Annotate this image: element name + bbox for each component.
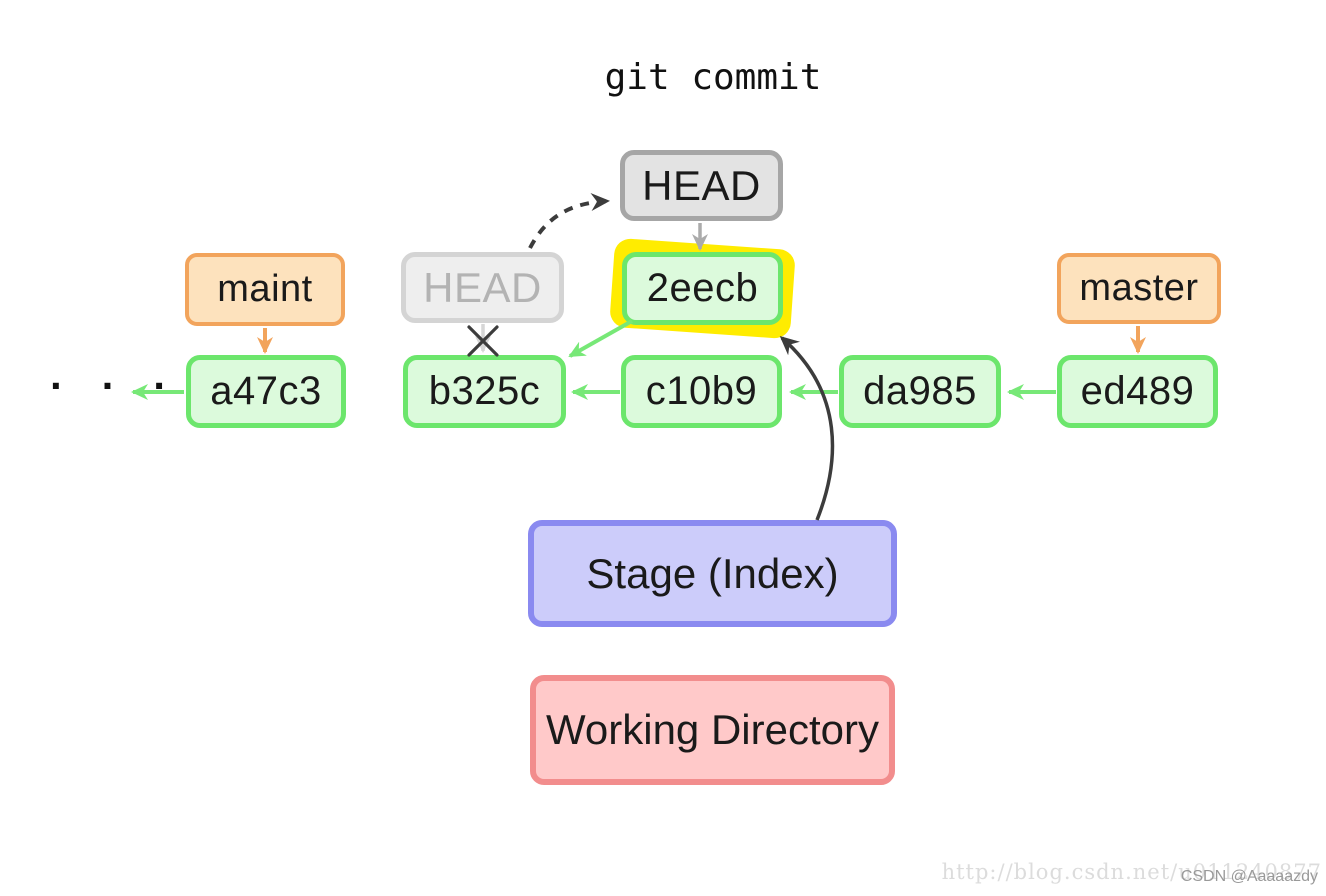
- commit-node-ed489: ed489: [1057, 355, 1218, 428]
- commit-node-a47c3: a47c3: [186, 355, 346, 428]
- stage-index-box: Stage (Index): [528, 520, 897, 627]
- branch-maint-node: maint: [185, 253, 345, 326]
- new-commit-label: 2eecb: [646, 266, 759, 310]
- cross-out-mark: [467, 325, 499, 357]
- arrow-oldhead-to-head-dashed: [528, 193, 610, 249]
- commit-node-b325c: b325c: [403, 355, 566, 428]
- diagram-title: git commit: [604, 57, 822, 98]
- commit-label-b325c: b325c: [428, 369, 541, 413]
- commit-label-a47c3: a47c3: [210, 369, 322, 413]
- watermark-url: http://blog.csdn.net/u011240877: [941, 860, 1322, 884]
- branch-master-label: master: [1079, 267, 1199, 309]
- new-commit-node: 2eecb: [622, 252, 783, 325]
- head-node: HEAD: [620, 150, 783, 221]
- commit-label-da985: da985: [863, 369, 977, 413]
- history-ellipsis: · · ·: [50, 362, 181, 409]
- arrow-stage-to-2eecb: [779, 336, 835, 521]
- head-old-node: HEAD: [401, 252, 564, 323]
- stage-index-label: Stage (Index): [586, 549, 839, 597]
- head-old-node-label: HEAD: [423, 263, 542, 311]
- working-directory-label: Working Directory: [546, 706, 879, 753]
- commit-label-c10b9: c10b9: [645, 369, 758, 413]
- branch-maint-label: maint: [217, 268, 313, 310]
- commit-label-ed489: ed489: [1080, 369, 1195, 413]
- commit-node-da985: da985: [839, 355, 1001, 428]
- working-directory-box: Working Directory: [530, 675, 895, 785]
- watermark-handle: CSDN @Aaaaazdy: [1180, 868, 1318, 885]
- head-node-label: HEAD: [642, 161, 761, 209]
- branch-master-node: master: [1057, 253, 1221, 324]
- commit-node-c10b9: c10b9: [621, 355, 782, 428]
